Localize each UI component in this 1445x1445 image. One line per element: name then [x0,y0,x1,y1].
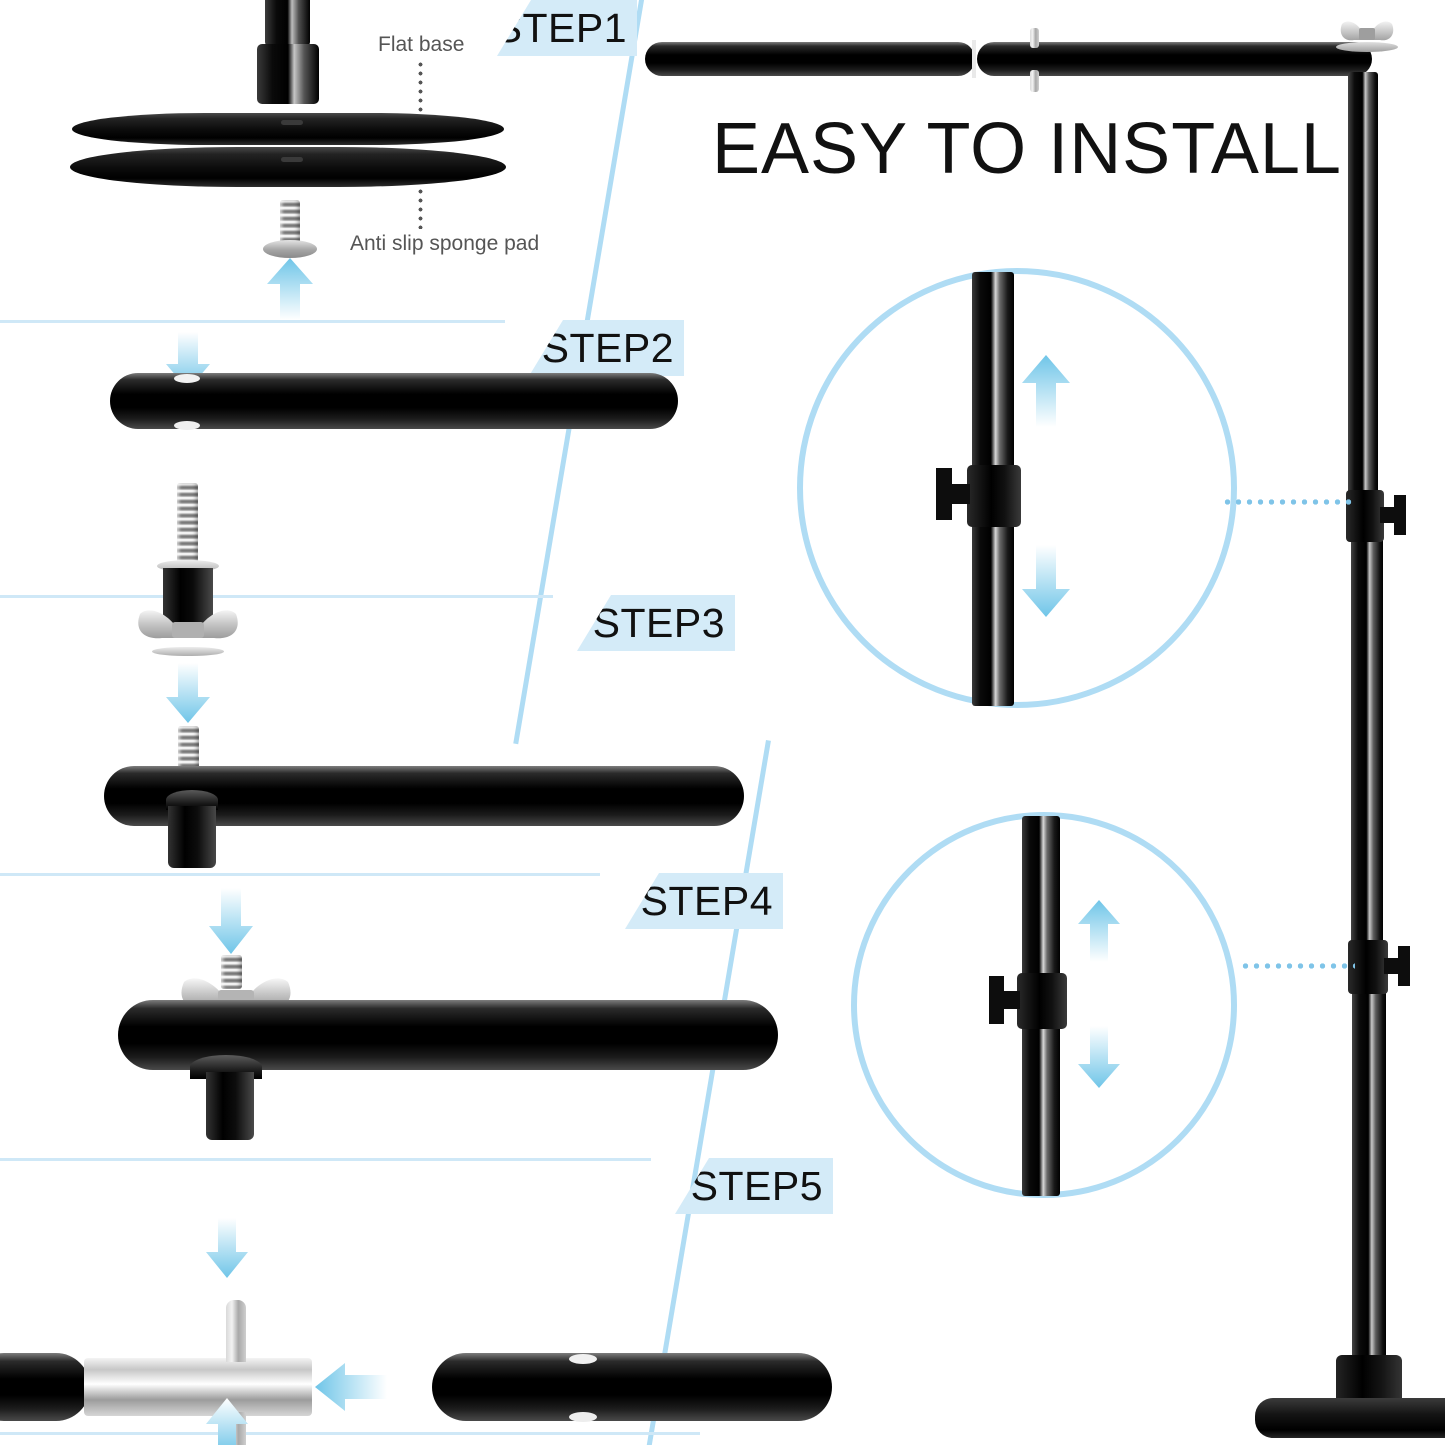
threaded-bolt-shaft-1 [280,200,300,246]
threaded-bolt-head-2 [163,568,213,626]
callout-flat-base-leader [418,60,423,112]
crossbar-spring-pin-bottom [1030,70,1039,92]
assembly-arrow-down-step3 [166,663,210,723]
detail-connector-upper [1222,498,1354,506]
callout-anti-slip-leader [418,187,423,229]
step-banner-4: STEP4 [625,873,783,929]
assembly-arrow-left-step5 [315,1363,387,1411]
left-tube-step5 [0,1353,90,1421]
detail-twist-collar-upper [967,465,1021,527]
threaded-bolt-head-1 [263,240,317,258]
step-banner-3: STEP3 [577,595,735,651]
threaded-bolt-head-3 [166,790,218,810]
callout-flat-base: Flat base [378,33,465,56]
right-tube-step5 [432,1353,832,1421]
step-label-1: STEP1 [494,4,627,51]
wing-nut-step3 [138,610,238,639]
stand-base-plate [1255,1398,1445,1438]
twist-lock-knob-lower [1384,946,1410,986]
crossbar-tube-step2 [110,373,678,429]
flat-base-plate [72,113,504,145]
crossbar-joint-line [972,40,976,78]
crossbar-hole-top-step2 [174,374,200,383]
threaded-bolt-body-3 [168,806,216,868]
stand-upright-middle [1351,497,1383,947]
detail-arrow-up-lower [1078,900,1120,962]
step-separator-2 [0,595,553,598]
wing-nut-washer-step3 [152,647,224,656]
twist-lock-knob-upper [1380,495,1406,535]
assembly-arrow-up-step1 [267,258,313,320]
step-banner-5: STEP5 [675,1158,833,1214]
threaded-bolt-body-4 [206,1072,254,1140]
upright-pole-tip [265,0,310,46]
crossbar-hole-bottom-step2 [174,421,200,430]
flat-base-plate-hole [281,120,303,125]
corner-wing-nut [1340,21,1394,41]
detail-arrow-up-upper [1022,355,1070,427]
anti-slip-sponge-pad [70,147,506,187]
stand-upright-lower [1352,947,1386,1360]
crossbar-spring-pin-top [1030,28,1039,48]
detail-circle-upper [797,268,1237,708]
detail-connector-lower [1240,962,1355,970]
page-title: EASY TO INSTALL [712,109,1342,189]
diagonal-divider-lower [642,740,771,1445]
step-banner-2: STEP2 [529,320,684,376]
detail-twist-collar-lower [1017,973,1067,1029]
right-tube-hole-bottom-step5 [569,1412,597,1422]
threaded-bolt-shaft-2 [177,483,198,565]
corner-wing-nut-washer [1336,42,1398,52]
threaded-bolt-shaft-3 [178,726,199,770]
step-label-5: STEP5 [690,1162,823,1209]
stand-upright-upper [1348,72,1378,497]
step-separator-1 [0,320,505,323]
right-tube-hole-top-step5 [569,1354,597,1364]
stand-crossbar-left [645,42,975,76]
detail-twist-knob-upper [936,468,970,520]
detail-twist-knob-lower [989,976,1020,1024]
step-separator-3 [0,873,600,876]
step-label-4: STEP4 [640,877,773,924]
detail-arrow-down-lower [1078,1026,1120,1088]
spring-pin-upper-step5 [226,1300,246,1362]
assembly-arrow-down-step4 [209,888,253,954]
step-label-3: STEP3 [592,599,725,646]
stand-crossbar-right [977,42,1372,76]
step-separator-bottom [0,1432,700,1435]
step-banner-1: STEP1 [497,0,637,56]
assembly-arrow-down-step5 [206,1218,248,1278]
detail-arrow-down-upper [1022,545,1070,617]
assembly-arrow-up-step5 [206,1398,248,1445]
step-label-2: STEP2 [541,324,674,371]
connector-sleeve-step5 [84,1358,312,1416]
upright-pole-collar [257,44,319,104]
step-separator-4 [0,1158,651,1161]
callout-anti-slip: Anti slip sponge pad [350,232,540,255]
threaded-bolt-shaft-4 [221,955,242,989]
sponge-pad-hole [281,157,303,162]
